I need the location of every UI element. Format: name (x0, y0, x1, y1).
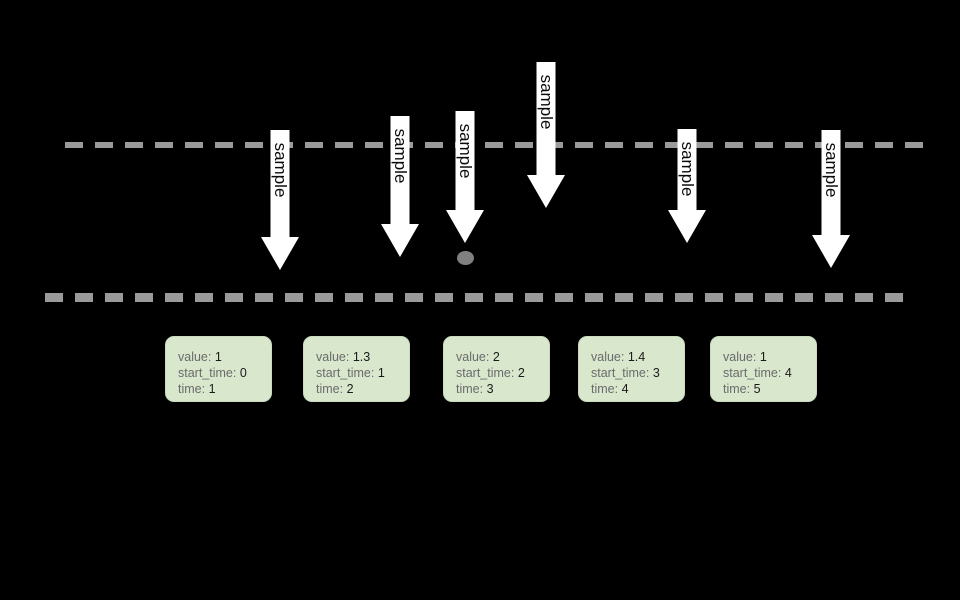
field-start-time-label: start_time: (456, 366, 515, 380)
field-time: time: 2 (316, 381, 409, 397)
field-value: value: 1.3 (316, 349, 409, 365)
field-time-label: time: (456, 382, 484, 396)
field-time: time: 3 (456, 381, 549, 397)
field-value-label: value: (178, 350, 212, 364)
field-value-value: 2 (492, 350, 500, 364)
field-start-time-value: 3 (652, 366, 660, 380)
field-start-time-label: start_time: (591, 366, 650, 380)
sample-arrow-3: sample (445, 111, 485, 243)
field-value: value: 1 (178, 349, 271, 365)
field-start-time-value: 2 (517, 366, 525, 380)
field-time: time: 1 (178, 381, 271, 397)
field-value-label: value: (456, 350, 490, 364)
sample-point-marker (457, 251, 474, 265)
field-time-value: 2 (346, 382, 354, 396)
field-value-value: 1 (759, 350, 767, 364)
field-value-value: 1.3 (352, 350, 371, 364)
sample-arrow-4: sample (526, 62, 566, 208)
field-time-label: time: (178, 382, 206, 396)
field-value: value: 2 (456, 349, 549, 365)
sample-arrow-6: sample (811, 130, 851, 268)
field-time-value: 3 (486, 382, 494, 396)
field-start-time: start_time: 2 (456, 365, 549, 381)
field-time-label: time: (591, 382, 619, 396)
field-start-time-label: start_time: (178, 366, 237, 380)
field-start-time-label: start_time: (723, 366, 782, 380)
field-start-time-label: start_time: (316, 366, 375, 380)
field-start-time-value: 1 (377, 366, 385, 380)
field-start-time: start_time: 3 (591, 365, 684, 381)
field-time-value: 1 (208, 382, 216, 396)
field-value-value: 1 (214, 350, 222, 364)
downstream-timeline-dashed-line (45, 293, 910, 302)
field-value-value: 1.4 (627, 350, 646, 364)
field-start-time: start_time: 4 (723, 365, 816, 381)
field-value: value: 1 (723, 349, 816, 365)
field-time-label: time: (723, 382, 751, 396)
field-time-label: time: (316, 382, 344, 396)
field-time-value: 4 (621, 382, 629, 396)
sample-arrow-5: sample (667, 129, 707, 243)
field-value: value: 1.4 (591, 349, 684, 365)
field-start-time-value: 0 (239, 366, 247, 380)
field-start-time-value: 4 (784, 366, 792, 380)
field-time: time: 4 (591, 381, 684, 397)
field-start-time: start_time: 1 (316, 365, 409, 381)
field-start-time: start_time: 0 (178, 365, 271, 381)
field-time: time: 5 (723, 381, 816, 397)
sample-arrow-1: sample (260, 130, 300, 270)
field-value-label: value: (591, 350, 625, 364)
sample-arrow-2: sample (380, 116, 420, 257)
field-time-value: 5 (753, 382, 761, 396)
field-value-label: value: (316, 350, 350, 364)
field-value-label: value: (723, 350, 757, 364)
upstream-timeline-dashed-line (65, 142, 925, 148)
